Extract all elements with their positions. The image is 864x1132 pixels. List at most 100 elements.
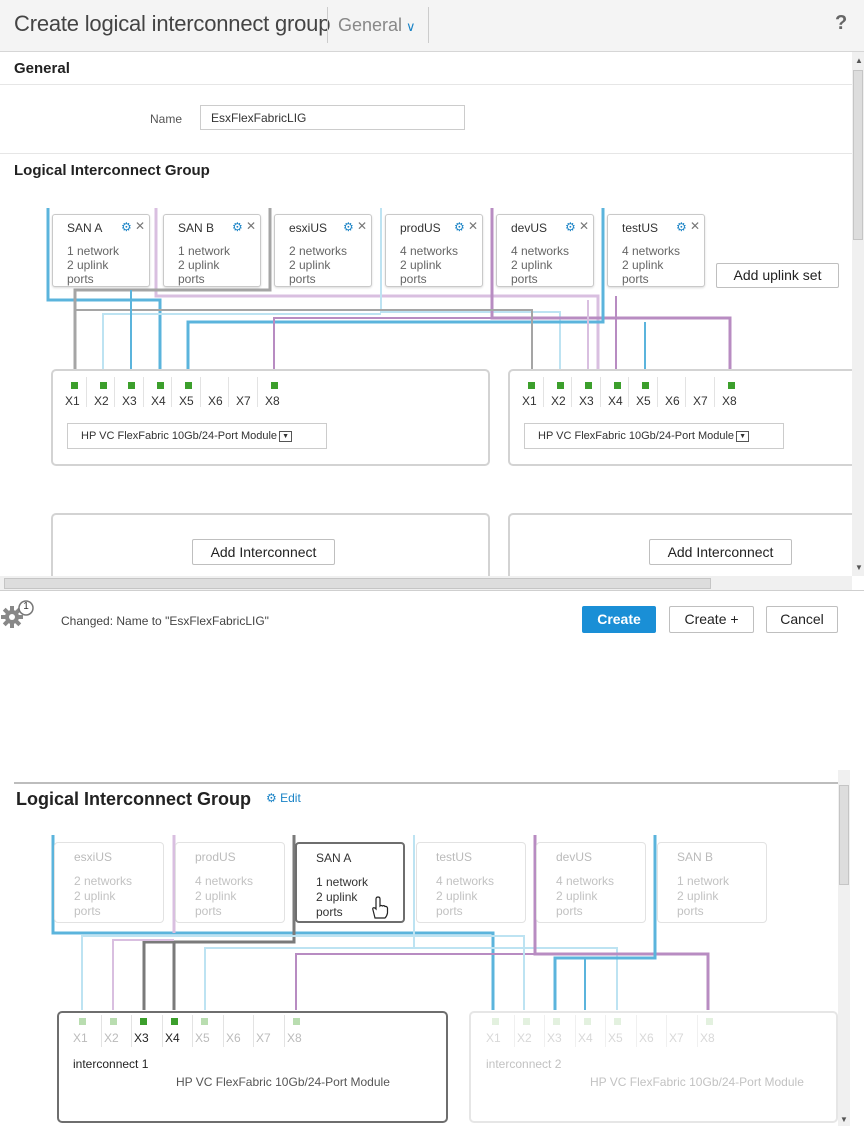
- close-icon[interactable]: ✕: [579, 219, 590, 233]
- port-label[interactable]: X1: [73, 1031, 88, 1045]
- create-plus-button[interactable]: Create +: [669, 606, 754, 633]
- port-divider: [697, 1015, 698, 1047]
- port-label[interactable]: X5: [195, 1031, 210, 1045]
- scroll-down-icon[interactable]: ▼: [840, 1115, 848, 1124]
- create-button[interactable]: Create: [582, 606, 656, 633]
- section-menu[interactable]: General∨: [338, 15, 416, 36]
- gear-icon[interactable]: ⚙: [676, 220, 687, 234]
- uplink-set-detail: 1 network: [677, 874, 730, 888]
- close-icon[interactable]: ✕: [468, 219, 479, 233]
- gear-icon[interactable]: ⚙: [565, 220, 576, 234]
- scroll-up-icon[interactable]: ▲: [855, 56, 863, 65]
- scrollbar-thumb[interactable]: [839, 785, 849, 885]
- port-label[interactable]: X2: [551, 394, 566, 408]
- module-type-label: HP VC FlexFabric 10Gb/24-Port Module: [81, 430, 278, 442]
- port-divider: [143, 377, 144, 407]
- gear-icon[interactable]: ⚙: [232, 220, 243, 234]
- port-label[interactable]: X8: [287, 1031, 302, 1045]
- interconnect-1[interactable]: [57, 1011, 448, 1123]
- close-icon[interactable]: ✕: [357, 219, 368, 233]
- port-label[interactable]: X6: [639, 1031, 654, 1045]
- port-label[interactable]: X7: [693, 394, 708, 408]
- port-label[interactable]: X1: [486, 1031, 501, 1045]
- gear-icon[interactable]: ⚙: [121, 220, 132, 234]
- port-status-icon: [157, 382, 164, 389]
- port-label[interactable]: X3: [134, 1031, 149, 1045]
- uplink-set-detail: ports: [195, 904, 222, 918]
- close-icon[interactable]: ✕: [246, 219, 257, 233]
- port-divider: [657, 377, 658, 407]
- add-interconnect-button-2[interactable]: Add Interconnect: [649, 539, 792, 565]
- port-label[interactable]: X6: [665, 394, 680, 408]
- port-label[interactable]: X4: [151, 394, 166, 408]
- port-divider: [114, 377, 115, 407]
- uplink-set-name: SAN A: [316, 851, 352, 865]
- port-status-icon: [528, 382, 535, 389]
- port-label[interactable]: X6: [226, 1031, 241, 1045]
- port-label[interactable]: X3: [547, 1031, 562, 1045]
- edit-link[interactable]: ⚙ Edit: [266, 791, 301, 805]
- uplink-set-name: SAN A: [67, 221, 103, 235]
- uplink-set-detail: ports: [400, 272, 427, 286]
- port-divider: [257, 377, 258, 407]
- port-label[interactable]: X1: [522, 394, 537, 408]
- port-label[interactable]: X5: [636, 394, 651, 408]
- uplink-set-detail: 2 uplink: [195, 889, 237, 903]
- port-status-icon: [557, 382, 564, 389]
- port-divider: [86, 377, 87, 407]
- uplink-set-detail: ports: [178, 272, 205, 286]
- scroll-down-icon[interactable]: ▼: [855, 563, 863, 572]
- close-icon[interactable]: ✕: [690, 219, 701, 233]
- port-divider: [685, 377, 686, 407]
- header-divider: [327, 7, 328, 43]
- port-label[interactable]: X4: [165, 1031, 180, 1045]
- port-label[interactable]: X4: [608, 394, 623, 408]
- gear-icon[interactable]: [0, 600, 36, 630]
- port-label[interactable]: X2: [517, 1031, 532, 1045]
- port-label[interactable]: X1: [65, 394, 80, 408]
- port-status-icon: [185, 382, 192, 389]
- port-label[interactable]: X2: [104, 1031, 119, 1045]
- gear-icon[interactable]: ⚙: [454, 220, 465, 234]
- port-label[interactable]: X8: [722, 394, 737, 408]
- port-label[interactable]: X8: [265, 394, 280, 408]
- port-label[interactable]: X8: [700, 1031, 715, 1045]
- module-type-select-2[interactable]: HP VC FlexFabric 10Gb/24-Port Module▼: [524, 423, 784, 449]
- interconnect-bay-2: [508, 369, 854, 466]
- port-label[interactable]: X6: [208, 394, 223, 408]
- interconnect-2-type: HP VC FlexFabric 10Gb/24-Port Module: [590, 1075, 804, 1089]
- port-label[interactable]: X3: [579, 394, 594, 408]
- port-label[interactable]: X7: [256, 1031, 271, 1045]
- interconnect-2[interactable]: [469, 1011, 838, 1123]
- port-label[interactable]: X7: [236, 394, 251, 408]
- module-type-select-1[interactable]: HP VC FlexFabric 10Gb/24-Port Module▼: [67, 423, 327, 449]
- cancel-button[interactable]: Cancel: [766, 606, 838, 633]
- gear-icon[interactable]: ⚙: [343, 220, 354, 234]
- scrollbar-thumb[interactable]: [853, 70, 863, 240]
- port-status-icon: [614, 382, 621, 389]
- port-label[interactable]: X2: [94, 394, 109, 408]
- help-icon[interactable]: ?: [835, 12, 848, 34]
- port-label[interactable]: X3: [122, 394, 137, 408]
- uplink-set-name: esxiUS: [74, 850, 113, 864]
- add-interconnect-button-1[interactable]: Add Interconnect: [192, 539, 335, 565]
- port-label[interactable]: X5: [608, 1031, 623, 1045]
- add-uplink-set-button[interactable]: Add uplink set: [716, 263, 839, 288]
- port-label[interactable]: X4: [578, 1031, 593, 1045]
- close-icon[interactable]: ✕: [135, 219, 146, 233]
- port-label[interactable]: X7: [669, 1031, 684, 1045]
- scrollbar-thumb[interactable]: [4, 578, 711, 589]
- port-label[interactable]: X5: [179, 394, 194, 408]
- name-input[interactable]: EsxFlexFabricLIG: [200, 105, 465, 130]
